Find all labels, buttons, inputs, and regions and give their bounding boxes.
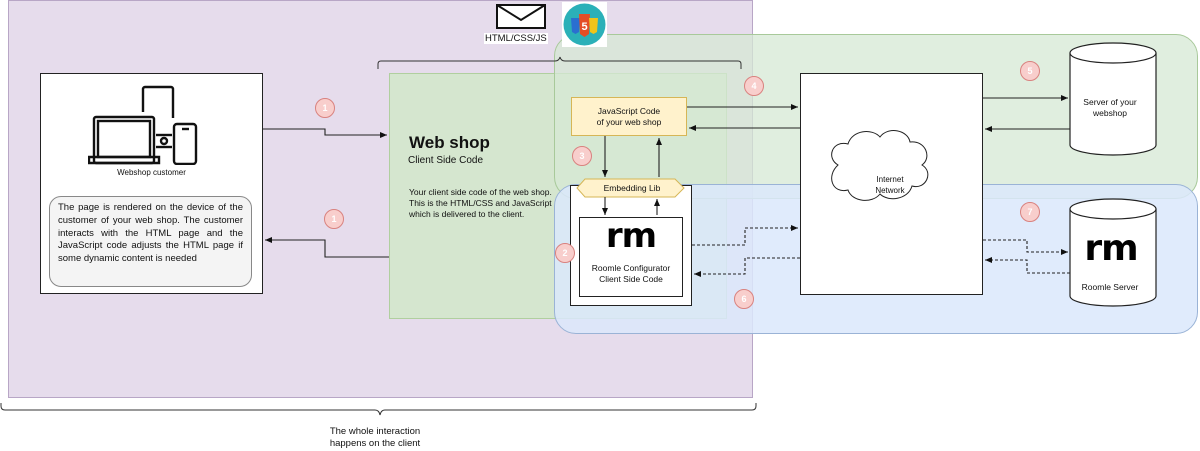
step-badge-1-request: 1 (315, 98, 335, 118)
roomle-configurator-label: Roomle Configurator Client Side Code (579, 263, 683, 285)
svg-text:5: 5 (581, 21, 587, 33)
webshop-server-label: Server of your webshop (1065, 97, 1155, 119)
client-interaction-note-line2: happens on the client (329, 438, 421, 449)
client-interaction-note: The whole interaction happens on the cli… (300, 426, 450, 450)
client-interaction-note-line1: The whole interaction (329, 426, 421, 437)
arrow-webshop-to-customer (265, 237, 389, 258)
arrow-customer-to-webshop (263, 128, 387, 138)
client-interaction-brace (0, 403, 757, 416)
html5-css3-js-logo: 5 (562, 2, 607, 47)
roomle-server-label: Roomle Server (1081, 282, 1139, 292)
arrow-roomle-to-internet (692, 225, 798, 246)
arrow-roomle-server-to-internet (985, 257, 1070, 274)
cloud-icon (831, 130, 929, 201)
webshop-description: Your client side code of the web shop. T… (409, 187, 552, 219)
step-badge-4: 4 (744, 76, 764, 96)
webshop-server-line1: Server of your (1083, 97, 1137, 107)
roomle-server-cylinder (1069, 198, 1157, 307)
embedding-lib-shape (576, 178, 685, 198)
customer-description: The page is rendered on the device of th… (49, 196, 252, 287)
webshop-title: Web shop (409, 133, 490, 152)
webshop-server-line2: webshop (1092, 108, 1128, 118)
javascript-code-box: JavaScript Code of your web shop (571, 97, 687, 136)
javascript-code-line1: JavaScript Code (597, 105, 661, 116)
roomle-server-logo: rm (1084, 228, 1138, 269)
customer-label: Webshop customer (117, 168, 186, 177)
devices-icon (88, 85, 198, 165)
embedding-lib-label: Embedding Lib (603, 183, 661, 193)
roomle-configurator-line2: Client Side Code (599, 274, 663, 284)
html-css-js-label: HTML/CSS/JS (484, 33, 548, 44)
webshop-server-cylinder (1069, 42, 1157, 156)
envelope-icon (496, 4, 546, 29)
internet-network-label: Internet Network (840, 174, 940, 196)
step-badge-2: 2 (555, 243, 575, 263)
javascript-code-line2: of your web shop (596, 116, 662, 127)
roomle-configurator-line1: Roomle Configurator (591, 263, 671, 273)
roomle-configurator-box (579, 217, 683, 297)
html-delivery-brace (377, 56, 742, 69)
internet-line1: Internet (876, 175, 904, 184)
roomle-logo: rm (605, 216, 657, 256)
internet-line2: Network (875, 186, 905, 195)
step-badge-1-response: 1 (324, 209, 344, 229)
step-badge-5: 5 (1020, 61, 1040, 81)
step-badge-7: 7 (1020, 202, 1040, 222)
webshop-subtitle: Client Side Code (408, 155, 484, 166)
arrow-internet-to-roomle (694, 257, 800, 277)
step-badge-6: 6 (734, 289, 754, 309)
arrow-internet-to-roomle-server (983, 239, 1068, 255)
step-badge-3: 3 (572, 146, 592, 166)
